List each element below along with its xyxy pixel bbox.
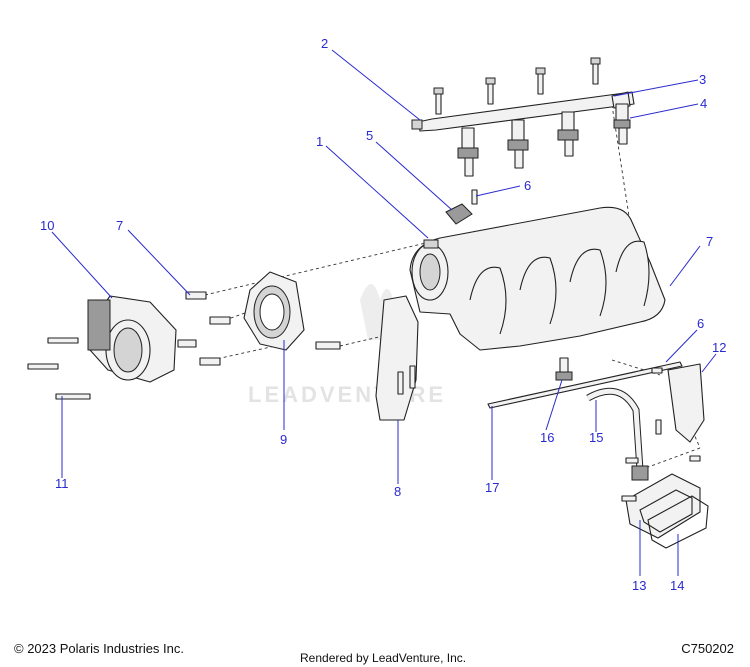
drawing-id: C750202 [681, 641, 734, 656]
bolt [485, 77, 496, 105]
bolt [535, 67, 546, 95]
bolt [199, 357, 221, 366]
bolt [27, 363, 59, 370]
callout-13[interactable]: 13 [632, 578, 646, 593]
bolt [55, 393, 91, 400]
callout-6-sensor[interactable]: 6 [524, 178, 531, 193]
bolt [315, 341, 341, 350]
callout-3[interactable]: 3 [699, 72, 706, 87]
callout-14[interactable]: 14 [670, 578, 684, 593]
callout-4[interactable]: 4 [700, 96, 707, 111]
callout-1[interactable]: 1 [316, 134, 323, 149]
hose-fitting [555, 357, 573, 381]
throttle-adapter [243, 271, 305, 351]
callout-8[interactable]: 8 [394, 484, 401, 499]
callout-6-bracket[interactable]: 6 [697, 316, 704, 331]
callout-7-throttle[interactable]: 7 [116, 218, 123, 233]
rail-bolts [433, 57, 601, 115]
callout-16[interactable]: 16 [540, 430, 554, 445]
callout-10[interactable]: 10 [40, 218, 54, 233]
injector [613, 103, 631, 145]
bolt [590, 57, 601, 85]
fuel-injectors [457, 103, 631, 177]
hose-bracket [651, 363, 705, 443]
callout-17[interactable]: 17 [485, 480, 499, 495]
bolt [209, 316, 231, 325]
injector [557, 111, 579, 157]
callout-11[interactable]: 11 [55, 476, 69, 491]
throttle-body [87, 295, 177, 383]
map-sensor [445, 189, 478, 225]
throttle-bolts [27, 291, 341, 400]
bolt [47, 337, 79, 344]
callout-7-manifold[interactable]: 7 [706, 234, 713, 249]
rendered-by-credit: Rendered by LeadVenture, Inc. [300, 651, 467, 665]
callout-12[interactable]: 12 [712, 340, 726, 355]
vacuum-hose [586, 387, 649, 481]
callout-5[interactable]: 5 [366, 128, 373, 143]
callout-2[interactable]: 2 [321, 36, 328, 51]
callout-15[interactable]: 15 [589, 430, 603, 445]
manifold-bracket [375, 295, 419, 421]
callout-9[interactable]: 9 [280, 432, 287, 447]
bolt [433, 87, 444, 115]
bolt [185, 291, 207, 300]
bolt [177, 339, 197, 348]
intake-manifold [409, 206, 666, 351]
injector [457, 127, 479, 177]
watermark-text: LEADVENTURE [248, 382, 446, 407]
leader-lines [51, 49, 717, 576]
callout-labels: 2 3 4 5 1 6 10 7 7 6 12 9 16 15 11 17 8 … [40, 36, 726, 593]
manifold-gasket [487, 361, 683, 409]
injector [507, 119, 529, 169]
copyright-notice: © 2023 Polaris Industries Inc. [14, 641, 184, 656]
reed-valve-assembly [621, 419, 709, 549]
